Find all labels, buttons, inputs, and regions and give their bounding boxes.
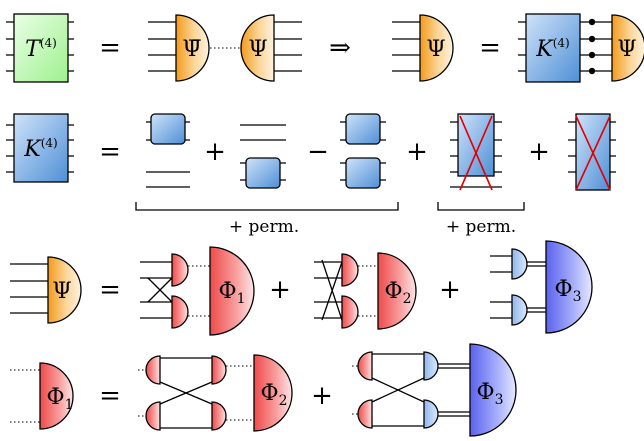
perm-bracket-left — [135, 202, 399, 211]
psi-half-disc — [47, 256, 82, 324]
minus-sign: − — [307, 137, 329, 167]
plus-sign: + — [311, 381, 333, 411]
contraction-dot — [588, 18, 596, 26]
contraction-dot — [588, 51, 596, 59]
psi-half-disc — [240, 14, 275, 82]
phi2-half-disc — [377, 252, 417, 330]
red-small-disc — [211, 401, 227, 431]
equals-sign: = — [99, 381, 121, 411]
plus-sign: + — [528, 137, 550, 167]
phi-half-disc — [341, 295, 359, 329]
phi1-label: Φ1 — [219, 279, 246, 307]
row-4-Phi1-expansion: Φ1 = Φ2 + Φ3 — [10, 343, 517, 437]
blue-small-disc — [423, 399, 439, 429]
tensor-K4-label: K(4) — [535, 36, 569, 62]
perm-label-2: + perm. — [446, 217, 516, 237]
phi3-label: Φ3 — [477, 380, 504, 408]
double-bond — [527, 261, 546, 267]
phi1-half-disc — [39, 362, 74, 430]
plus-sign: + — [204, 137, 226, 167]
equals-sign: = — [99, 33, 121, 63]
tensor-T4-box — [13, 13, 69, 83]
equals-sign: = — [99, 137, 121, 167]
phi1-label: Φ1 — [47, 385, 74, 413]
psi-label: Ψ — [52, 279, 71, 304]
row-2-K4-expansion: K(4) = + − + + + perm. + perm. — [6, 113, 616, 237]
phi3-half-disc — [469, 343, 517, 437]
crossing-leg — [321, 261, 343, 321]
blue-half-disc — [511, 248, 528, 280]
two-body-box — [245, 157, 281, 189]
crossing-leg — [159, 381, 213, 405]
tensor-K4-box — [525, 13, 581, 83]
perm-bracket-right — [437, 202, 525, 211]
plus-sign: + — [269, 275, 291, 305]
phi-half-disc — [171, 295, 189, 329]
psi-label: Ψ — [426, 37, 445, 62]
tensor-K4-box — [13, 113, 69, 183]
phi1-half-disc — [209, 246, 255, 336]
double-bond — [527, 307, 546, 313]
tensor-T4-label: T(4) — [25, 36, 57, 62]
psi-bar-half-disc — [175, 14, 210, 82]
psi-half-disc — [419, 14, 454, 82]
psi-half-disc — [611, 14, 644, 82]
contraction-dot — [588, 35, 596, 43]
blue-small-disc — [423, 351, 439, 381]
phi-half-disc — [171, 253, 189, 287]
red-small-disc — [145, 355, 161, 385]
phi3-label: Φ3 — [555, 277, 582, 305]
red-cross-mark — [575, 115, 611, 191]
two-body-box — [150, 113, 186, 145]
double-bond — [438, 363, 470, 369]
two-body-box — [345, 113, 381, 145]
row-1-T4-factorization: T(4) = Ψ̄ Ψ ⇒ Ψ = K(4) Ψ — [6, 13, 644, 83]
tensor-K4-label: K(4) — [23, 136, 57, 162]
phi3-half-disc — [545, 240, 593, 334]
crossing-leg — [371, 377, 425, 403]
psi-label: Ψ — [617, 37, 636, 62]
red-small-disc — [211, 355, 227, 385]
equals-sign: = — [479, 33, 501, 63]
red-small-disc — [357, 399, 373, 429]
bracket-line — [437, 202, 525, 211]
cross-stroke — [575, 115, 611, 191]
bracket-line — [135, 202, 399, 211]
red-small-disc — [357, 351, 373, 381]
implies-arrow: ⇒ — [329, 33, 351, 63]
blue-half-disc — [511, 294, 528, 326]
two-body-box — [345, 157, 381, 189]
phi-half-disc — [341, 253, 359, 287]
psi-label: Ψ — [248, 37, 267, 62]
row-3-Psi-expansion: Ψ = Φ1 + Φ2 + Φ3 — [10, 240, 593, 336]
cross-stroke — [459, 115, 493, 191]
crossing-leg — [147, 277, 173, 303]
equals-sign: = — [99, 275, 121, 305]
phi2-label: Φ2 — [261, 381, 288, 409]
phi2-half-disc — [253, 354, 293, 432]
double-bond — [438, 411, 470, 417]
contraction-dot — [588, 67, 596, 75]
plus-sign: + — [439, 275, 461, 305]
phi2-label: Φ2 — [385, 279, 412, 307]
red-cross-mark — [459, 115, 493, 191]
perm-label-1: + perm. — [229, 217, 299, 237]
psi-bar-label: Ψ̄ — [182, 37, 201, 62]
red-small-disc — [145, 401, 161, 431]
plus-sign: + — [406, 137, 428, 167]
